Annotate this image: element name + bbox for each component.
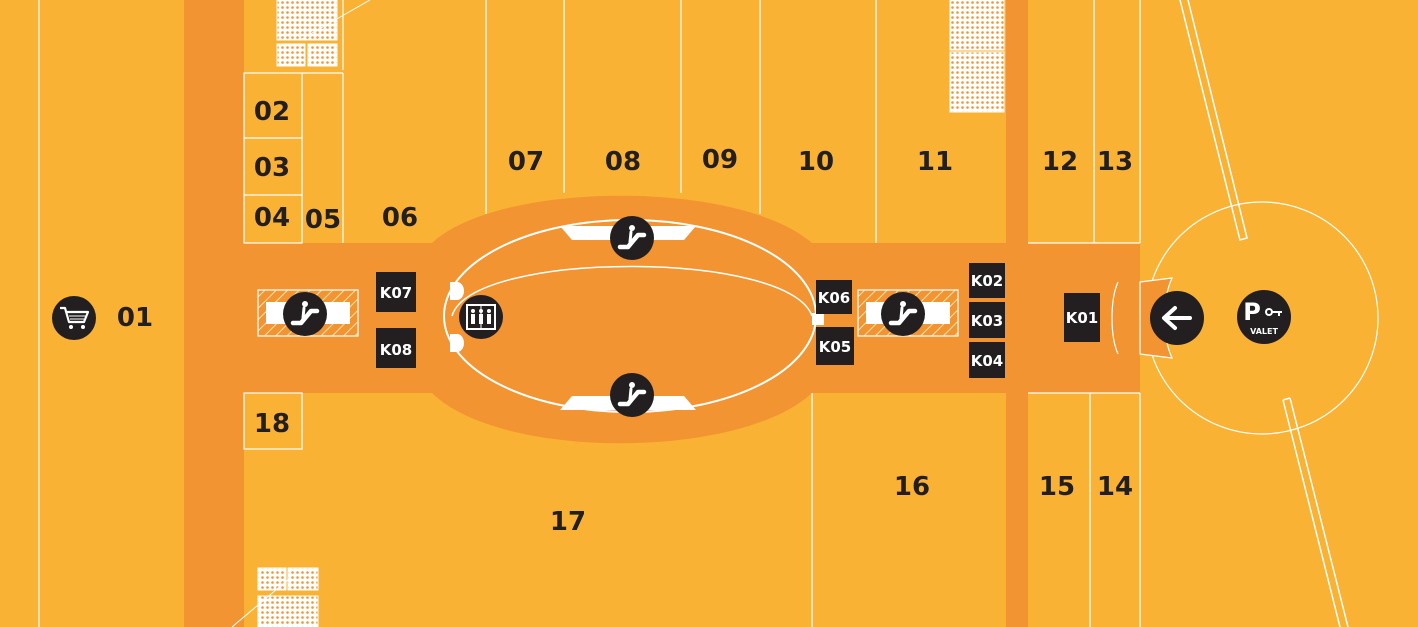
east-kiosk-connector — [812, 313, 824, 325]
unit-05-label: 05 — [305, 205, 341, 235]
kiosk-k07-label: K07 — [380, 284, 413, 302]
kiosk-k07[interactable]: K07 — [376, 272, 416, 312]
shopping-cart-icon[interactable] — [52, 296, 96, 340]
kiosk-k04[interactable]: K04 — [969, 342, 1005, 378]
stairwell-blocks — [257, 0, 1005, 627]
kiosk-k06[interactable]: K06 — [816, 280, 852, 314]
escalator-icon[interactable] — [881, 292, 925, 336]
unit-12-label: 12 — [1042, 147, 1078, 177]
access-road-lines — [1179, 0, 1349, 627]
escalator-icon[interactable] — [610, 373, 654, 417]
escalator-icon[interactable] — [610, 216, 654, 260]
kiosk-k02-label: K02 — [971, 272, 1004, 290]
shop-boundaries — [38, 0, 1141, 627]
kiosk-k08-label: K08 — [380, 341, 413, 359]
unit-02-label: 02 — [254, 97, 290, 127]
escalator-icon[interactable] — [283, 292, 327, 336]
unit-03-label: 03 — [254, 153, 290, 183]
kiosk-k02[interactable]: K02 — [969, 263, 1005, 298]
left-service-corridor — [184, 0, 244, 627]
arrow-left-icon[interactable] — [1150, 291, 1204, 345]
unit-11-label: 11 — [917, 147, 953, 177]
unit-06-label: 06 — [382, 203, 418, 233]
kiosk-k04-label: K04 — [971, 352, 1004, 370]
unit-16-label: 16 — [894, 472, 930, 502]
atrium-inner-edge — [451, 265, 813, 317]
unit-01-label: 01 — [117, 303, 153, 333]
unit-10-label: 10 — [798, 147, 834, 177]
kiosk-k05[interactable]: K05 — [816, 327, 854, 365]
entrance-door-arc — [1111, 281, 1119, 355]
unit-04-label: 04 — [254, 203, 290, 233]
unit-labels: 01 02 03 04 05 06 07 08 09 10 11 12 13 1… — [117, 97, 1133, 537]
kiosk-k03-label: K03 — [971, 312, 1004, 330]
unit-07-label: 07 — [508, 147, 544, 177]
unit-15-label: 15 — [1039, 472, 1075, 502]
elevator-door-upper — [450, 282, 464, 300]
kiosks: K01 K02 K03 K04 K05 K06 K07 K08 — [376, 263, 1100, 378]
kiosk-k01[interactable]: K01 — [1064, 293, 1100, 342]
stair-diagonal-south — [231, 577, 291, 627]
valet-p-letter: P — [1243, 298, 1261, 326]
valet-text: VALET — [1250, 327, 1278, 336]
elevator-icon[interactable] — [459, 295, 503, 339]
kiosk-k08[interactable]: K08 — [376, 328, 416, 368]
unit-09-label: 09 — [702, 145, 738, 175]
kiosk-k03[interactable]: K03 — [969, 302, 1005, 338]
unit-14-label: 14 — [1097, 472, 1133, 502]
stair-diagonal-north — [299, 0, 371, 41]
valet-parking-icon[interactable]: P VALET — [1237, 290, 1291, 344]
unit-18-label: 18 — [254, 409, 290, 439]
kiosk-k05-label: K05 — [819, 338, 852, 356]
unit-13-label: 13 — [1097, 147, 1133, 177]
elevator-door-lower — [450, 334, 464, 352]
kiosk-k06-label: K06 — [818, 289, 851, 307]
kiosk-k01-label: K01 — [1066, 309, 1099, 327]
unit-08-label: 08 — [605, 147, 641, 177]
unit-17-label: 17 — [550, 507, 586, 537]
